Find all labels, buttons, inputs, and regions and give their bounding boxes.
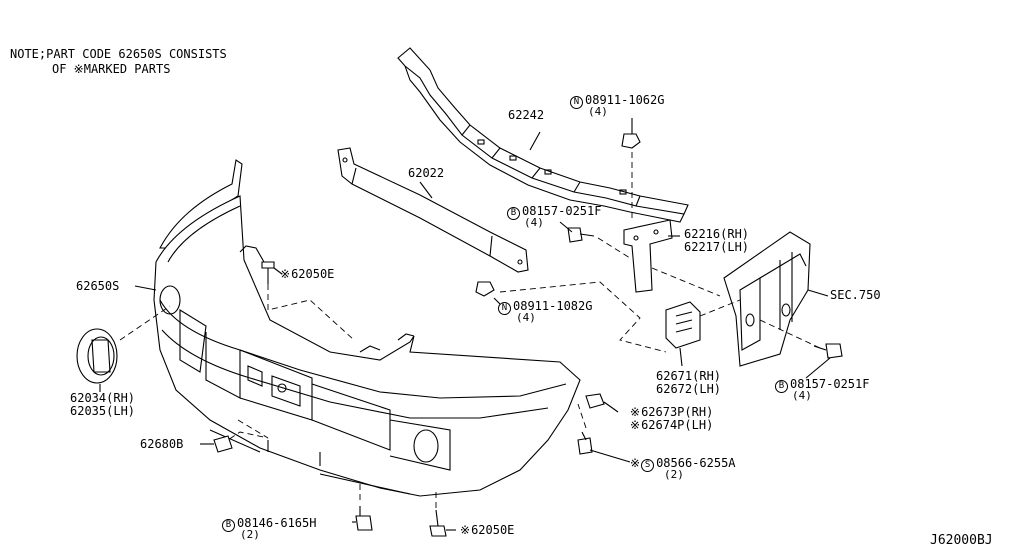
label-62650S: 62650S bbox=[76, 279, 120, 293]
note-line-2: OF ※MARKED PARTS bbox=[52, 62, 171, 76]
bumper-fascia-62650S bbox=[153, 159, 581, 497]
bolt-symbol-icon: B bbox=[507, 207, 520, 220]
alignment-lines bbox=[119, 152, 821, 508]
bolt-symbol-icon: B bbox=[222, 519, 235, 532]
label-62216: 62216(RH) bbox=[684, 227, 750, 241]
clip-62680B bbox=[213, 435, 233, 453]
fastener-code: 08911-1062G bbox=[585, 93, 665, 107]
label-62050E-bottom: ※62050E bbox=[460, 524, 514, 537]
label-62673P: ※62673P(RH) bbox=[630, 406, 713, 419]
part-code: 62050E bbox=[471, 523, 515, 537]
label-62674P: ※62674P(LH) bbox=[630, 419, 713, 432]
qty-screw: (2) bbox=[664, 468, 684, 481]
screw-symbol-icon: S bbox=[641, 459, 655, 472]
label-sec750: SEC.750 bbox=[830, 288, 881, 302]
label-62680B: 62680B bbox=[140, 437, 184, 451]
marker-icon: ※ bbox=[630, 405, 641, 419]
part-code: 62674P(LH) bbox=[641, 418, 714, 432]
marker-icon: ※ bbox=[460, 523, 471, 537]
fastener-code: 08157-0251F bbox=[790, 377, 870, 391]
frame-sec750 bbox=[723, 231, 811, 367]
nut-symbol-icon: N bbox=[570, 96, 583, 109]
qty-bolt-upper: (4) bbox=[524, 216, 544, 229]
label-62022: 62022 bbox=[408, 166, 445, 180]
label-62050E-top: ※62050E bbox=[280, 268, 334, 281]
fog-lamp-62034 bbox=[76, 328, 118, 384]
marker-icon: ※ bbox=[630, 456, 641, 470]
label-62672: 62672(LH) bbox=[656, 382, 722, 396]
label-62217: 62217(LH) bbox=[684, 240, 750, 254]
fastener-code: 08566-6255A bbox=[656, 456, 736, 470]
label-62034: 62034(RH) bbox=[70, 391, 136, 405]
qty-bolt-bottom: (2) bbox=[240, 528, 260, 541]
qty-nut-mid: (4) bbox=[516, 311, 536, 324]
qty-nut-top: (4) bbox=[588, 105, 608, 118]
fastener-code: 08157-0251F bbox=[522, 204, 602, 218]
bar-62022 bbox=[337, 147, 529, 273]
label-62242: 62242 bbox=[508, 108, 545, 122]
note-line-1: NOTE;PART CODE 62650S CONSISTS bbox=[10, 47, 227, 61]
label-62035: 62035(LH) bbox=[70, 404, 136, 418]
nut-symbol-icon: N bbox=[498, 302, 511, 315]
label-62671: 62671(RH) bbox=[656, 369, 722, 383]
fastener-code: 08146-6165H bbox=[237, 516, 317, 530]
fastener-code: 08911-1082G bbox=[513, 299, 593, 313]
qty-bolt-right: (4) bbox=[792, 389, 812, 402]
marker-icon: ※ bbox=[630, 418, 641, 432]
bolt-symbol-icon: B bbox=[775, 380, 788, 393]
marker-icon: ※ bbox=[280, 267, 291, 281]
part-code: 62673P(RH) bbox=[641, 405, 714, 419]
part-code: 62050E bbox=[291, 267, 335, 281]
stay-62671 bbox=[665, 301, 701, 349]
bracket-62216 bbox=[623, 219, 673, 293]
reinforcement-62242 bbox=[397, 47, 689, 223]
fasteners-drawing bbox=[261, 133, 843, 537]
diagram-id: J62000BJ bbox=[930, 533, 993, 548]
